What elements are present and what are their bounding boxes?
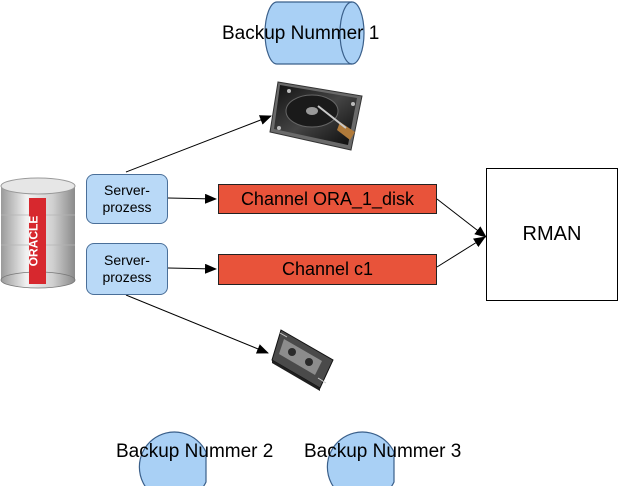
server-process-2[interactable]: Server- prozess xyxy=(86,243,168,295)
arrow-channel1-to-rman xyxy=(436,198,487,238)
arrow-server1-to-channel1 xyxy=(167,193,217,204)
channel-ora-1-disk[interactable]: Channel ORA_1_disk xyxy=(218,184,437,214)
backup-1-cylinder xyxy=(264,1,365,65)
rman-box[interactable]: RMAN xyxy=(486,168,618,301)
backup-3-label: Backup Nummer 3 xyxy=(304,441,462,462)
oracle-database-icon: ORACLE xyxy=(0,177,76,289)
arrow-server2-to-channel2 xyxy=(167,263,217,274)
backup-3-tape-shape xyxy=(326,431,395,486)
tape-cartridge-icon xyxy=(271,329,334,391)
server-process-1-label: Server- prozess xyxy=(102,182,152,215)
connections xyxy=(125,115,487,354)
rman-label: RMAN xyxy=(522,223,582,245)
oracle-logo-text: ORACLE xyxy=(27,216,41,267)
backup-1-label: Backup Nummer 1 xyxy=(222,23,380,44)
arrow-server1-to-disk xyxy=(125,115,272,173)
channel-ora-1-disk-label: Channel ORA_1_disk xyxy=(240,188,415,209)
backup-2-label: Backup Nummer 2 xyxy=(116,441,274,462)
backup-2-tape-shape xyxy=(138,431,207,486)
server-process-1[interactable]: Server- prozess xyxy=(86,174,168,224)
arrow-server2-to-tape xyxy=(125,294,269,354)
server-process-2-label: Server- prozess xyxy=(102,252,152,285)
hard-disk-icon xyxy=(269,81,363,151)
channel-c1[interactable]: Channel c1 xyxy=(218,254,437,285)
channel-c1-label: Channel c1 xyxy=(281,259,374,279)
arrow-channel2-to-rman xyxy=(436,236,486,268)
